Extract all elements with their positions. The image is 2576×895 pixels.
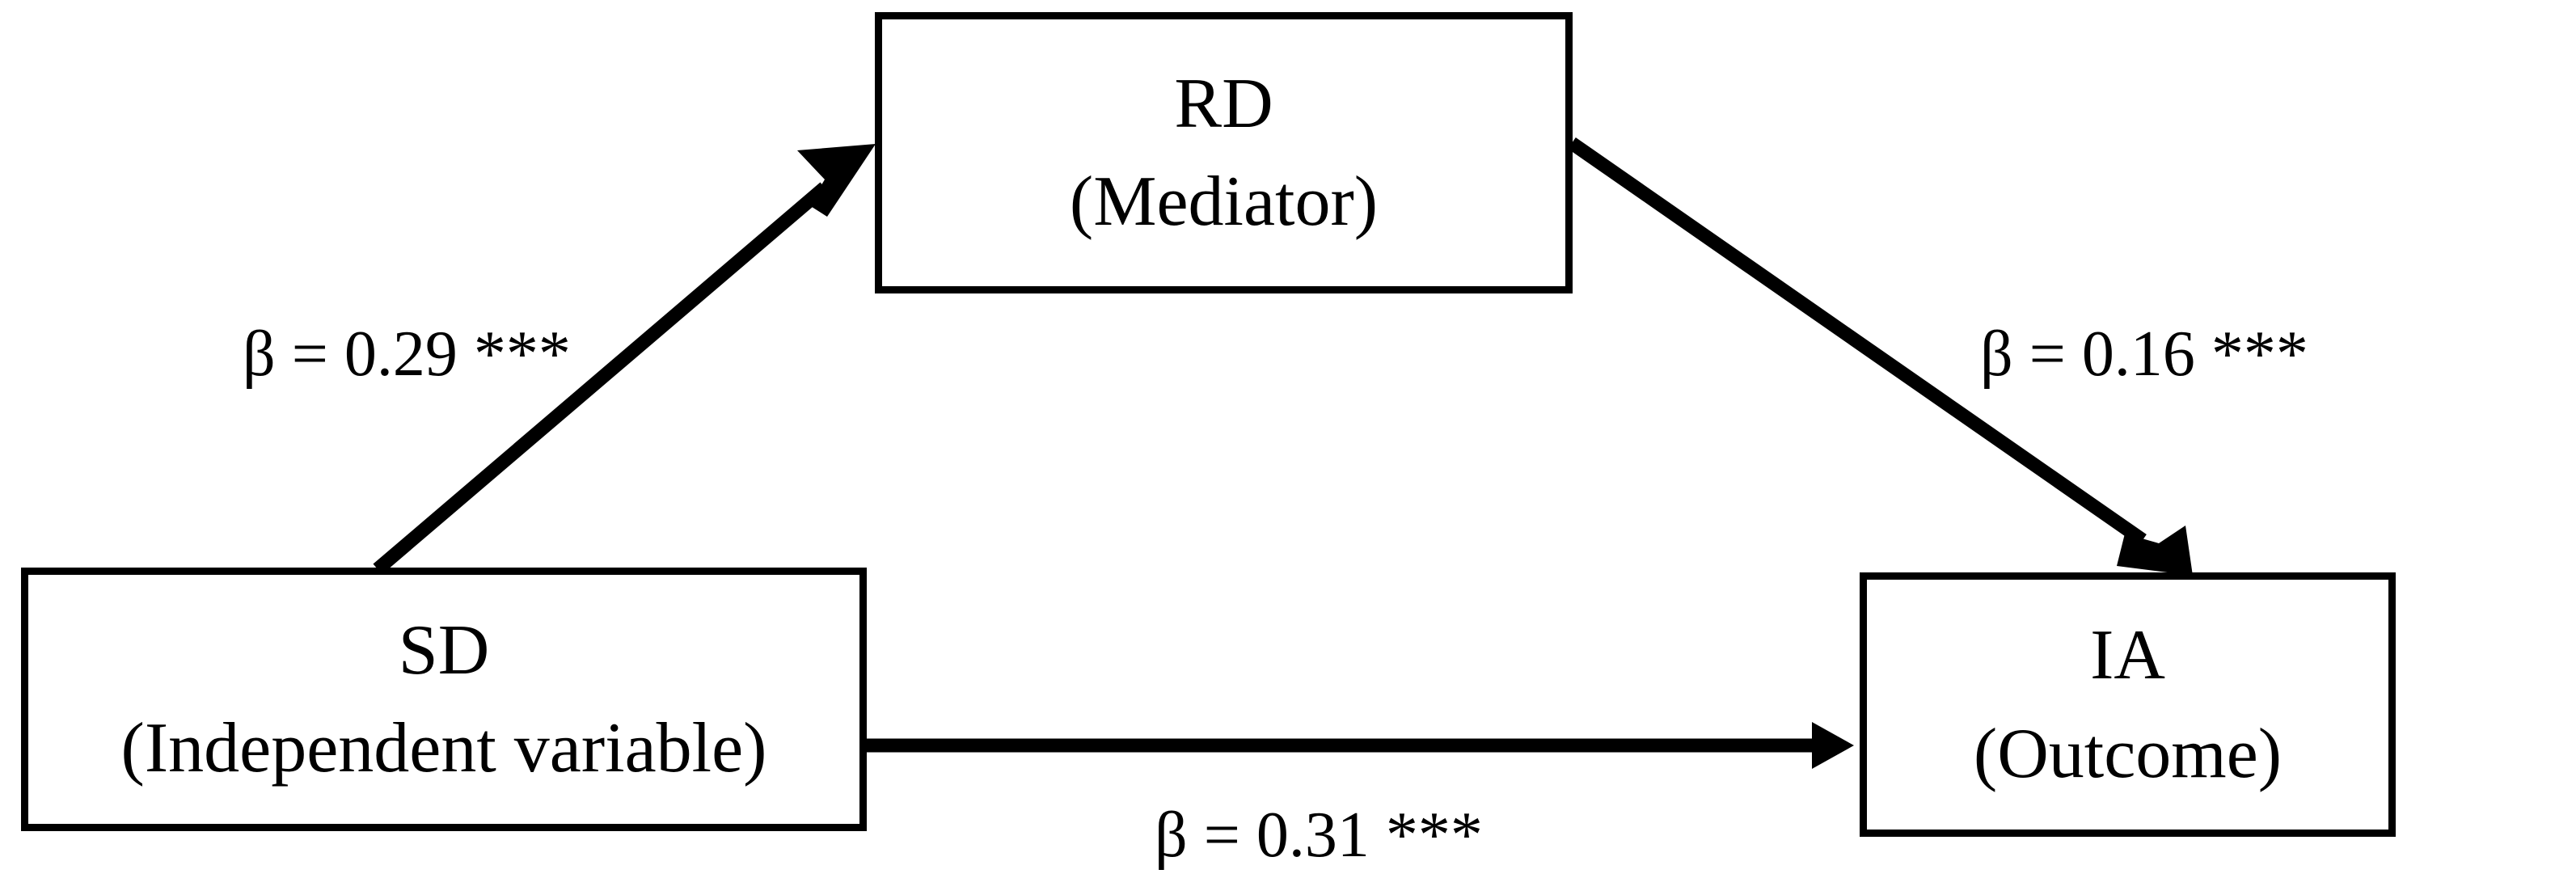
node-independent-variable-subtitle: (Independent variable) (120, 709, 767, 787)
edge-sd-to-rd-arrowhead (797, 144, 876, 217)
node-outcome-title: IA (2090, 616, 2165, 695)
node-outcome-subtitle: (Outcome) (1973, 714, 2283, 793)
node-outcome: IA (Outcome) (1860, 572, 2396, 837)
node-mediator-subtitle: (Mediator) (1069, 163, 1379, 241)
edge-sd-to-ia (867, 722, 1854, 769)
edge-label-a-path: β = 0.29 *** (243, 319, 571, 390)
edge-sd-to-rd-line (373, 182, 830, 575)
edge-rd-to-ia (1568, 137, 2193, 576)
node-independent-variable: SD (Independent variable) (21, 568, 867, 831)
edge-label-b-path: β = 0.16 *** (1980, 319, 2308, 390)
node-mediator: RD (Mediator) (875, 12, 1573, 293)
node-independent-variable-title: SD (398, 610, 490, 690)
edge-sd-to-rd (373, 144, 876, 575)
edge-sd-to-ia-arrowhead (1812, 722, 1854, 769)
edge-rd-to-ia-arrowhead (2117, 526, 2193, 576)
edge-rd-to-ia-line (1568, 137, 2147, 546)
edge-label-c-path: β = 0.31 *** (1155, 800, 1483, 871)
node-mediator-title: RD (1174, 64, 1273, 143)
